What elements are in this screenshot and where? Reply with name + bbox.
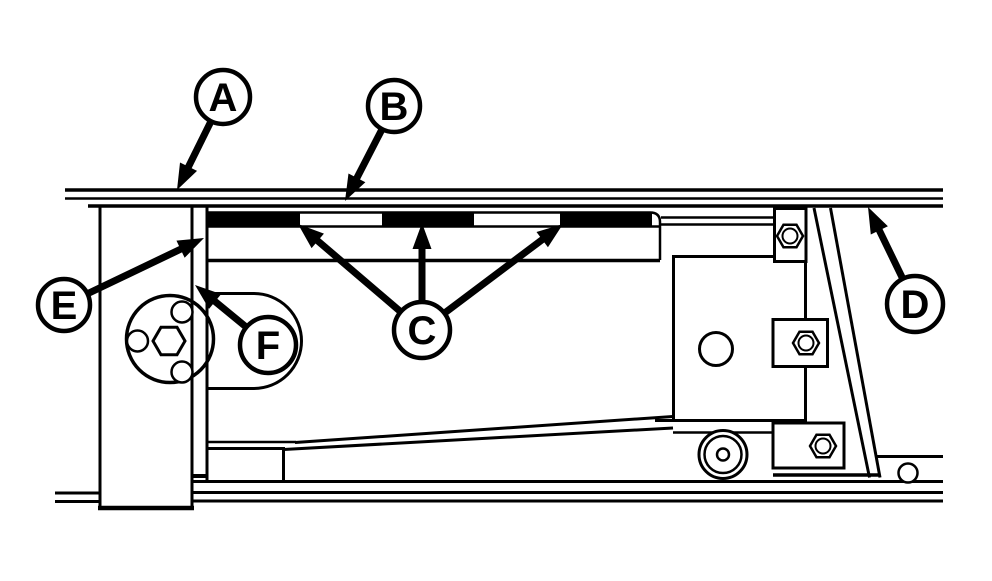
callout-label-D: D (901, 283, 930, 327)
strut-left-edge (812, 207, 871, 478)
lower-bracket-and-arm (207, 415, 674, 481)
lower-frame-rails (55, 455, 943, 503)
roller-inner-ring (703, 434, 743, 475)
roller (697, 429, 749, 480)
callout-label-C: C (408, 309, 437, 353)
middle-bolt-block (771, 318, 829, 368)
middle-block-nut-hole (797, 334, 815, 352)
callout-arrow-shaft-D (873, 223, 906, 281)
wear-pad-assembly (205, 206, 774, 482)
wear-pad-3 (560, 211, 652, 227)
flange-hole-top (170, 300, 194, 324)
callout-arrow-shaft-E (85, 243, 188, 297)
flange-hole-bottom (170, 360, 194, 384)
actuator-arm-bottom (283, 426, 674, 451)
callout-arrowhead-C (298, 224, 324, 249)
callout-arrow-shaft-F (208, 294, 249, 330)
callout-circle-D (884, 273, 946, 335)
callout-circle-E (35, 276, 93, 334)
callout-arrow-shaft-C (310, 234, 403, 315)
callout-arrow-shaft-C (442, 233, 550, 316)
upper-block-nut-hole (781, 227, 799, 245)
upper-bolt-block (773, 207, 808, 263)
callout-circle-F (237, 314, 299, 376)
bottom-block-nut-hole (814, 437, 832, 455)
callout-arrowhead-F (195, 285, 222, 309)
callout-label-F: F (256, 324, 280, 368)
wear-pad-2 (382, 211, 474, 227)
callout-arrowhead-D (868, 207, 888, 235)
callout-arrowhead-C (536, 224, 563, 248)
bottom-bolt-block (771, 421, 846, 470)
callout-label-B: B (380, 85, 409, 129)
callout-circle-A (193, 67, 253, 127)
latch-bracket (207, 292, 303, 390)
callout-label-A: A (209, 76, 238, 120)
strut-right-edge (829, 207, 882, 478)
callout-circle-B (365, 77, 423, 135)
plate-outline (672, 255, 774, 420)
support-strut (812, 207, 882, 478)
roller-axle-hole (715, 447, 731, 462)
support-post (98, 207, 194, 511)
actuator-arm-top (294, 415, 674, 444)
flange-hole-left (125, 329, 150, 353)
callout-arrowhead-E (176, 238, 204, 258)
callout-arrowhead-C (412, 223, 432, 249)
bolt-flange (124, 293, 216, 385)
flange-hex-bolt (151, 325, 187, 357)
callout-arrowhead-A (177, 162, 198, 190)
callout-overlay: A B C D E F (35, 67, 946, 376)
rail-end-hole (897, 462, 919, 484)
callout-circle-C (391, 299, 453, 361)
callout-label-E: E (51, 284, 78, 328)
plate-hole (698, 331, 734, 367)
callout-arrow-shaft-A (182, 119, 215, 174)
top-deck (65, 188, 943, 208)
callout-arrow-shaft-B (351, 127, 386, 185)
wear-pad-1 (208, 211, 300, 227)
callout-arrowhead-B (345, 173, 366, 201)
lower-bracket-rect (207, 447, 285, 481)
